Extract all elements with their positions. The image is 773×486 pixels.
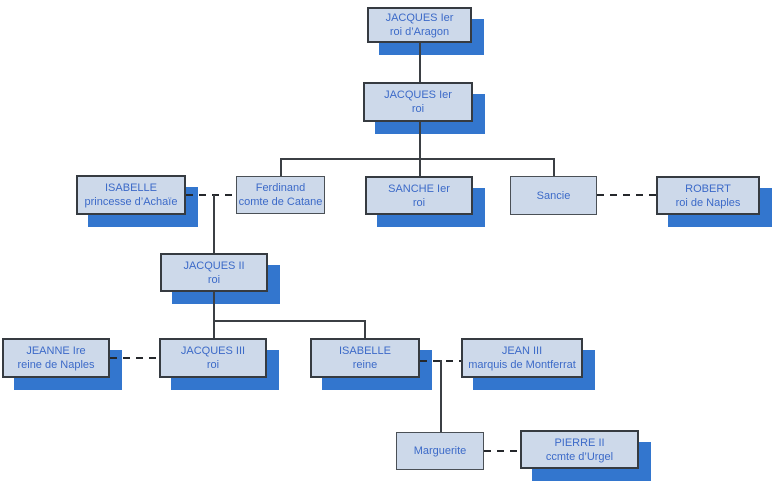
- marriage-dashed-line: [186, 194, 236, 196]
- descent-line: [440, 360, 442, 432]
- person-name: JACQUES III: [180, 345, 246, 357]
- descent-line: [419, 43, 421, 82]
- marriage-dashed-line: [597, 194, 656, 196]
- person-name: ISABELLE: [339, 345, 391, 357]
- person-node-jean-3-montferrat[interactable]: JEAN III marquis de Montferrat: [461, 338, 583, 378]
- person-node-jeanne-1re[interactable]: JEANNE Ire reine de Naples: [2, 338, 110, 378]
- person-name: PIERRE II: [554, 436, 605, 449]
- person-name: JACQUES Ier: [384, 89, 452, 101]
- descent-line: [213, 292, 215, 338]
- person-title: roi: [207, 273, 221, 286]
- descent-line: [280, 158, 282, 176]
- descent-line: [419, 122, 421, 158]
- person-name: Ferdinand: [255, 182, 306, 194]
- person-node-jacques-1er-aragon[interactable]: JACQUES Ier roi d’Aragon: [367, 7, 472, 43]
- person-name: ISABELLE: [105, 182, 157, 194]
- descent-line: [213, 320, 365, 322]
- person-node-jacques-3[interactable]: JACQUES III roi: [159, 338, 267, 378]
- marriage-dashed-line: [484, 450, 520, 452]
- descent-line: [419, 158, 421, 176]
- descent-line: [213, 195, 215, 253]
- person-title: marquis de Montferrat: [468, 359, 576, 371]
- marriage-dashed-line: [110, 357, 159, 359]
- person-name: JEAN III: [501, 345, 543, 357]
- person-node-ferdinand-catane[interactable]: Ferdinand comte de Catane: [236, 176, 325, 214]
- person-name: Marguerite: [413, 445, 467, 457]
- person-name: JEANNE Ire: [26, 345, 86, 357]
- person-title: roi: [411, 103, 425, 115]
- person-name: JACQUES Ier: [385, 12, 454, 24]
- descent-line: [364, 320, 366, 338]
- person-title: roi d’Aragon: [389, 26, 450, 38]
- person-title: comte de Catane: [238, 196, 323, 208]
- person-title: reine: [352, 359, 378, 371]
- person-title: roi: [412, 196, 426, 209]
- person-node-marguerite[interactable]: Marguerite: [396, 432, 484, 470]
- descent-line: [553, 158, 555, 176]
- person-name: Sancie: [536, 189, 571, 202]
- person-name: JACQUES II: [183, 259, 245, 272]
- person-title: princesse d’Achaïe: [84, 196, 178, 208]
- person-title: roi: [206, 359, 220, 371]
- person-name: SANCHE Ier: [388, 182, 450, 195]
- descent-line: [280, 158, 554, 160]
- person-title: roi de Naples: [675, 196, 741, 209]
- person-name: ROBERT: [685, 182, 731, 195]
- person-node-jacques-1er-roi[interactable]: JACQUES Ier roi: [363, 82, 473, 122]
- person-node-sancie[interactable]: Sancie: [510, 176, 597, 215]
- person-title: reine de Naples: [17, 359, 95, 371]
- person-node-isabelle-achaie[interactable]: ISABELLE princesse d’Achaïe: [76, 175, 186, 215]
- person-node-isabelle-reine[interactable]: ISABELLE reine: [310, 338, 420, 378]
- person-title: ccmte d’Urgel: [545, 450, 614, 463]
